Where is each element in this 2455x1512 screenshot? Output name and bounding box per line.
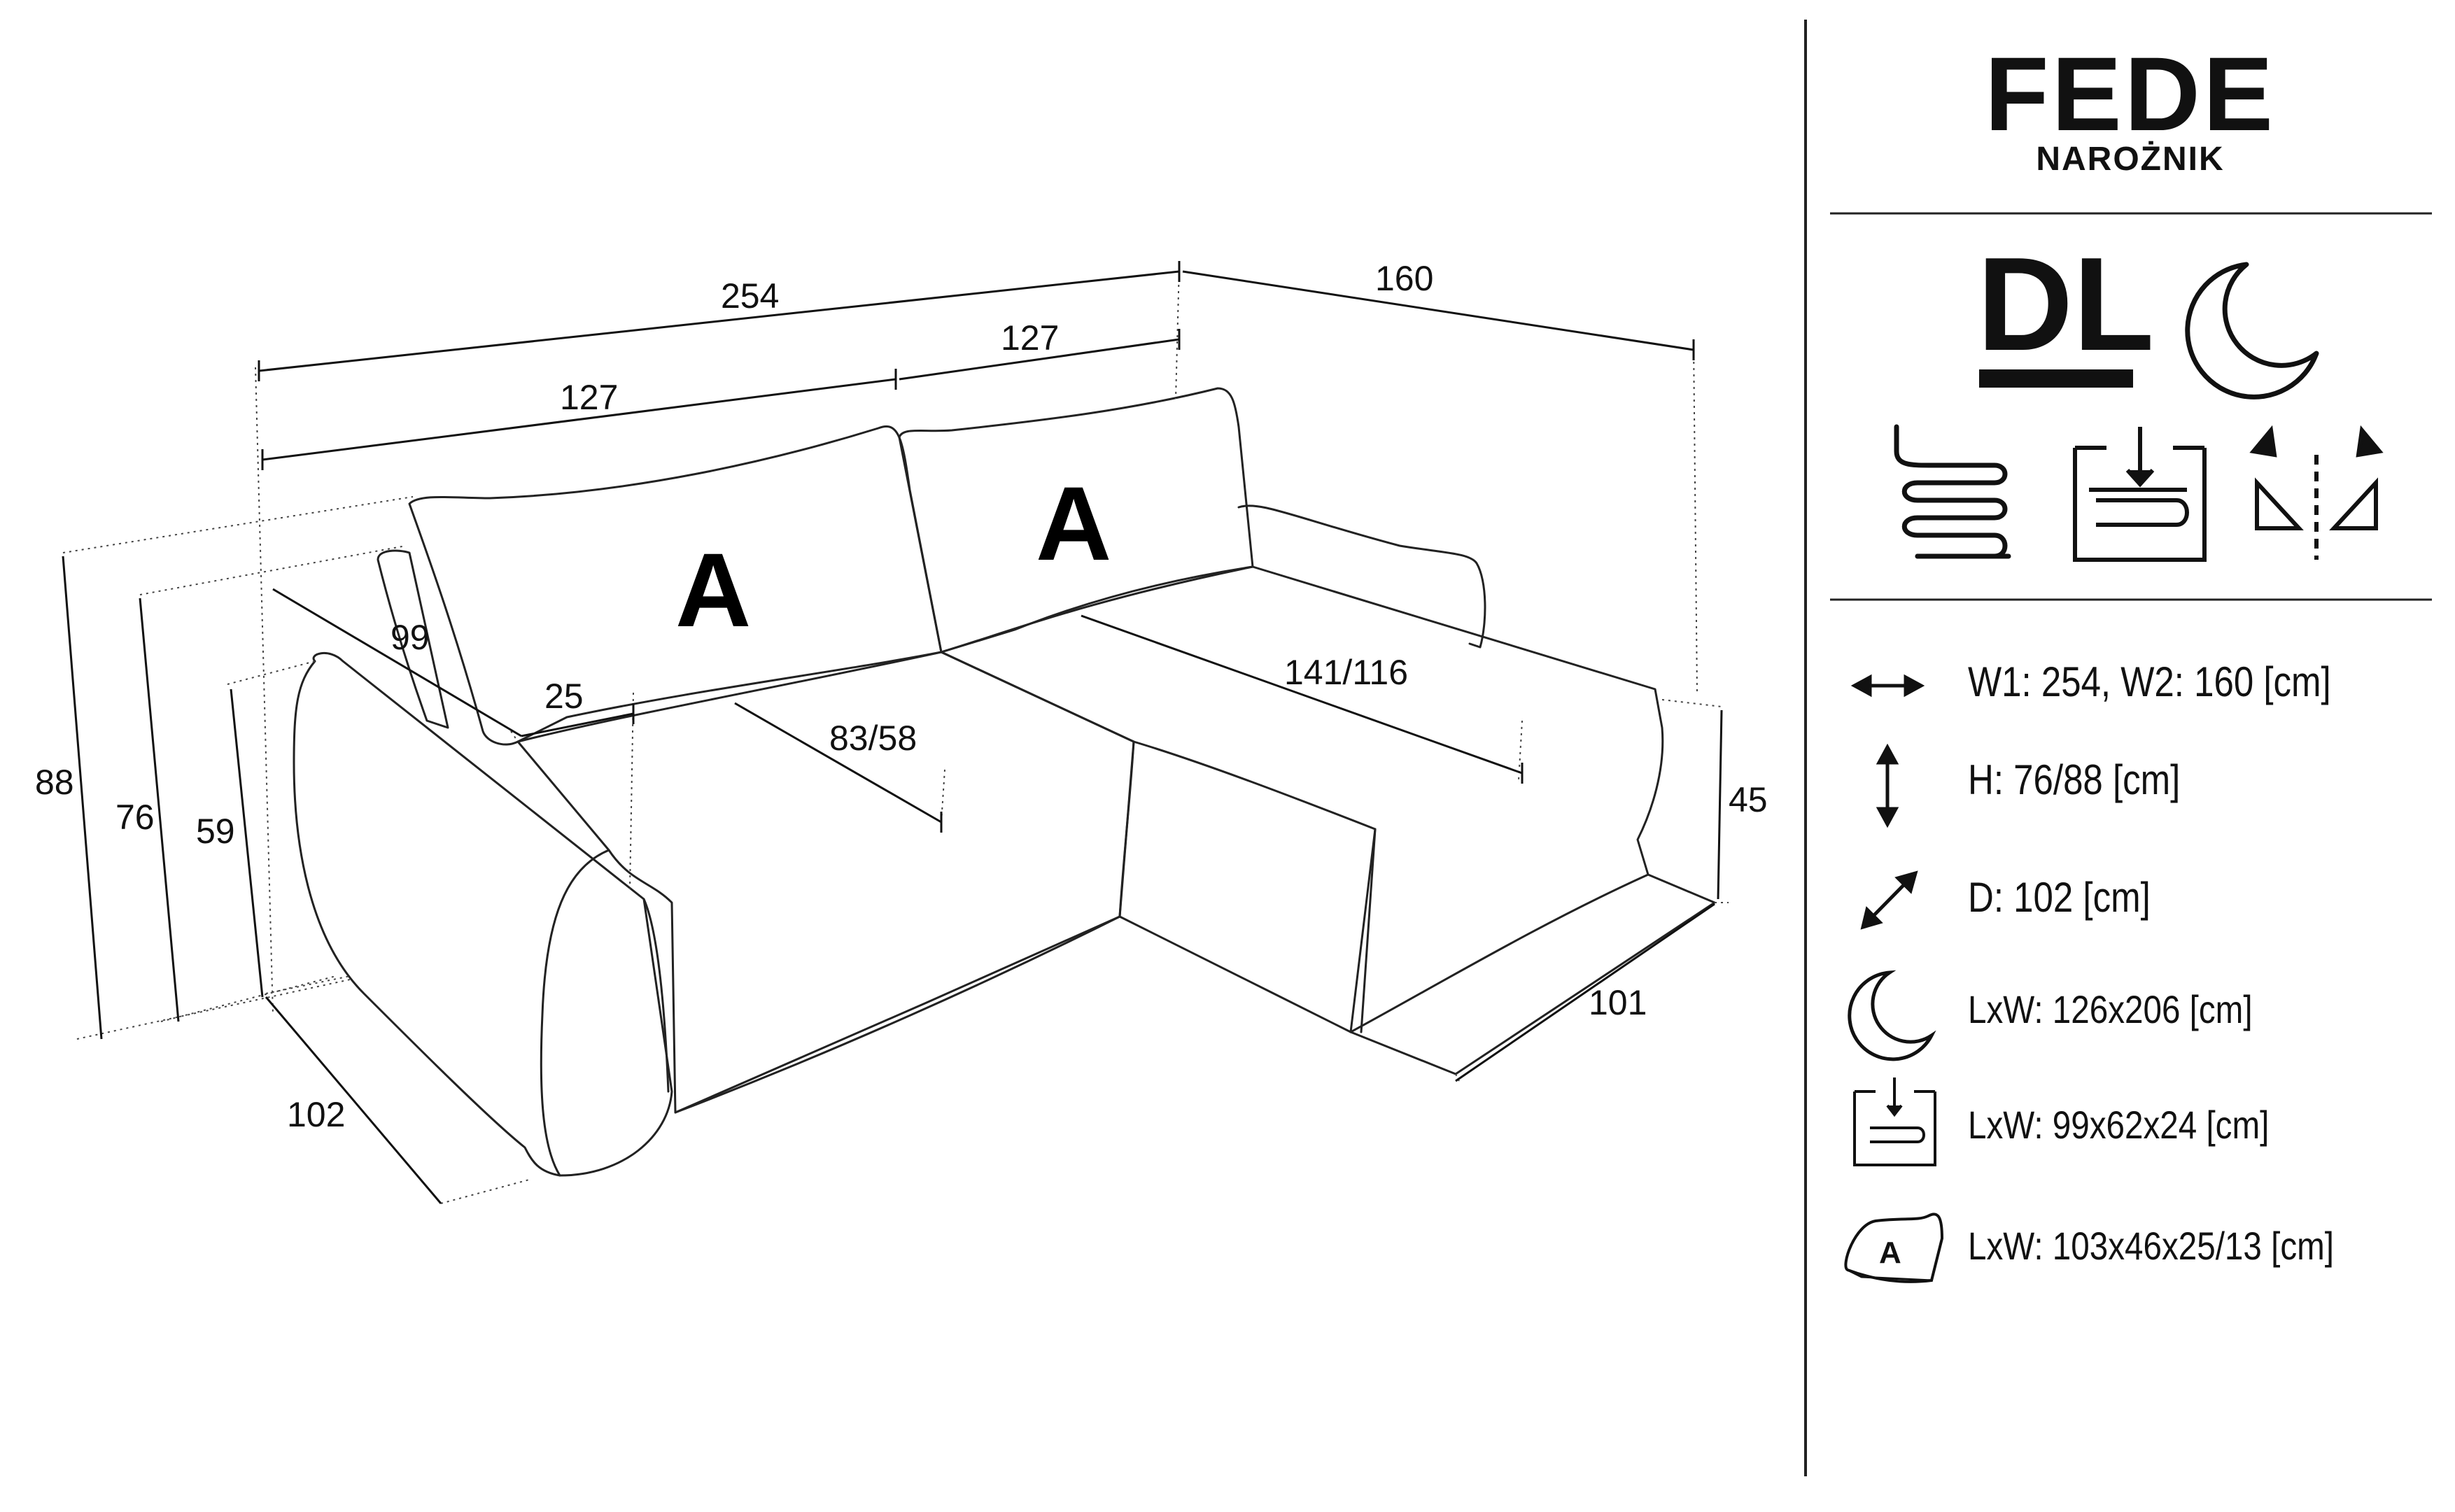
product-name: FEDE <box>1984 35 2277 153</box>
spec-depth: D: 102 [cm] <box>1968 874 2151 921</box>
left-right-mount-icon <box>2249 425 2384 560</box>
spec-width: W1: 254, W2: 160 [cm] <box>1968 658 2331 705</box>
dim-armrest-width: 25 <box>544 677 584 716</box>
spec-height: H: 76/88 [cm] <box>1968 756 2181 803</box>
product-info-panel: FEDE NAROŻNIK W1: 254, W2: 160 [cm] H: 7… <box>1806 0 2455 1512</box>
moon-icon <box>1848 970 1936 1061</box>
back-cushion-right <box>898 387 1254 653</box>
orientation-badge-text: DL <box>1977 230 2154 379</box>
dim-seat-height: 45 <box>1729 780 1768 819</box>
cushion-a-icon-label: A <box>1879 1236 1901 1270</box>
chaise-side-arm <box>1237 504 1486 649</box>
left-armrest <box>293 651 673 1177</box>
left-armrest-front <box>540 849 610 1177</box>
sleep-function-icon <box>2185 262 2319 400</box>
height-arrow-icon <box>1876 743 1899 828</box>
spring-seat-icon <box>1894 424 2011 559</box>
dim-cushion-span-left: 127 <box>560 378 618 417</box>
dim-cushion-span-right: 127 <box>1001 318 1059 358</box>
dim-chaise-depth: 101 <box>1589 983 1647 1022</box>
cushion-a-icon: A <box>1844 1213 1944 1283</box>
dimension-lines <box>62 261 1723 1204</box>
storage-box-icon <box>2073 427 2207 562</box>
dim-depth: 102 <box>287 1095 345 1134</box>
spec-cushion: LxW: 103x46x25/13 [cm] <box>1968 1224 2335 1268</box>
dim-chaise-width: 160 <box>1375 259 1433 298</box>
product-type: NAROŻNIK <box>2036 141 2225 178</box>
extension-lines <box>62 265 1729 1204</box>
cushion-label-right: A <box>1036 465 1111 582</box>
dim-chaise-seat-length: 141/116 <box>1284 653 1408 692</box>
dim-total-width: 254 <box>721 276 779 316</box>
chaise-seat <box>940 565 1664 1033</box>
width-arrow-icon <box>1850 674 1925 698</box>
seat-left <box>516 651 1135 1114</box>
depth-arrow-icon <box>1860 870 1918 930</box>
sofa-outline <box>293 387 1716 1177</box>
cushion-label-left: A <box>675 531 751 649</box>
dim-seat-depth: 83/58 <box>829 719 917 758</box>
dim-height-back: 88 <box>35 763 74 802</box>
orientation-badge: DL <box>1977 230 2154 388</box>
dimension-values: 254 160 127 127 99 25 83/58 141/116 88 7… <box>35 259 1768 1134</box>
orientation-underline <box>1979 369 2133 388</box>
dim-height-arm-front: 59 <box>196 812 235 851</box>
storage-icon <box>1853 1078 1936 1166</box>
spec-storage: LxW: 99x62x24 [cm] <box>1968 1103 2270 1147</box>
spec-sleeping-area: LxW: 126x206 [cm] <box>1968 987 2253 1031</box>
dim-height-armrest: 76 <box>115 798 155 837</box>
backrest-side <box>377 549 449 729</box>
dim-armrest-depth: 99 <box>391 618 430 657</box>
